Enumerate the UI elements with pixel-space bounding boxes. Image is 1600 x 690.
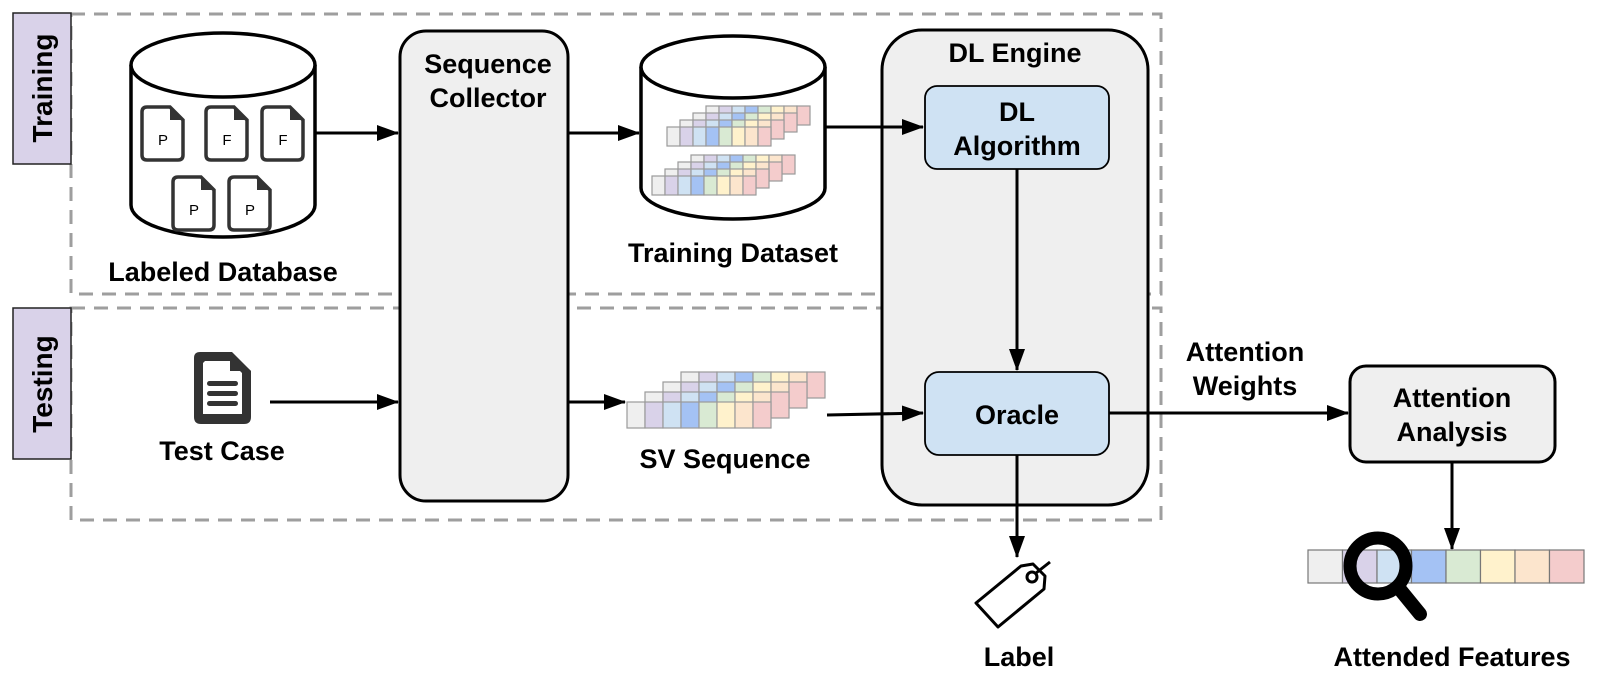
attended-features: Attended Features <box>1307 531 1585 672</box>
document-letter: F <box>278 132 287 149</box>
testing-phase-label: Testing <box>27 335 58 432</box>
feature-cell <box>757 126 772 147</box>
feature-cell <box>716 401 736 429</box>
sequence-collector: Sequence Collector <box>398 29 570 503</box>
feature-cell <box>716 175 731 196</box>
feature-cell <box>626 401 646 429</box>
training-phase-label: Training <box>27 34 58 143</box>
attended-feature-cell <box>1410 549 1447 584</box>
feature-cell <box>666 126 681 147</box>
document-icon: P <box>227 175 272 232</box>
test-case-label: Test Case <box>159 436 285 466</box>
attended-feature-cell <box>1445 549 1482 584</box>
document-letter: P <box>158 132 168 149</box>
label-output-text: Label <box>984 642 1055 672</box>
sequence-layer <box>666 126 772 147</box>
oracle-label: Oracle <box>975 400 1059 430</box>
attention-weights-line1: Attention <box>1186 337 1304 367</box>
feature-cell <box>781 154 796 175</box>
feature-cell <box>788 381 808 409</box>
attended-features-label: Attended Features <box>1333 642 1570 672</box>
attention-analysis-line1: Attention <box>1393 383 1511 413</box>
training-dataset-label: Training Dataset <box>628 238 838 268</box>
sequence-layer <box>626 401 772 429</box>
document-letter: F <box>222 132 231 149</box>
feature-cell <box>796 105 811 126</box>
feature-cell <box>644 401 664 429</box>
feature-cell <box>770 391 790 419</box>
attention-analysis: Attention Analysis <box>1348 364 1557 464</box>
test-case: Test Case <box>159 352 285 466</box>
document-icon: F <box>204 105 249 162</box>
document-icon: F <box>260 105 305 162</box>
dl-algorithm: DL Algorithm <box>924 85 1110 170</box>
sv-sequence: SV Sequence <box>626 371 826 474</box>
magnifier-icon <box>1343 531 1427 621</box>
oracle: Oracle <box>924 371 1110 456</box>
edges <box>270 119 1460 558</box>
feature-cell <box>755 168 770 189</box>
feature-cell <box>679 126 694 147</box>
document-letter: P <box>189 202 199 219</box>
feature-cell <box>690 175 705 196</box>
sv-sequence-label: SV Sequence <box>639 444 810 474</box>
attended-feature-cell <box>1307 549 1344 584</box>
attended-feature-cell <box>1479 549 1516 584</box>
training-dataset: Training Dataset <box>628 34 838 268</box>
label-output: Label <box>974 560 1055 672</box>
testing-phase-tag: Testing <box>12 307 72 460</box>
attention-weights-line2: Weights <box>1193 371 1298 401</box>
sequence-collector-line2: Collector <box>429 83 547 113</box>
document-icon <box>194 352 251 424</box>
sequence-collector-line1: Sequence <box>424 49 552 79</box>
feature-cell <box>705 126 720 147</box>
feature-cell <box>768 161 783 182</box>
feature-cell <box>698 401 718 429</box>
feature-cell <box>734 401 754 429</box>
dl-engine-title: DL Engine <box>948 38 1081 68</box>
feature-cell <box>651 175 666 196</box>
feature-cell <box>662 401 682 429</box>
feature-cell <box>731 126 746 147</box>
attention-analysis-line2: Analysis <box>1396 417 1507 447</box>
tag-icon <box>974 560 1051 629</box>
feature-cell <box>703 175 718 196</box>
feature-cell <box>680 401 700 429</box>
training-phase-tag: Training <box>12 12 72 165</box>
document-letter: P <box>245 202 255 219</box>
sequence-layer <box>651 175 757 196</box>
dl-algorithm-line2: Algorithm <box>953 131 1081 161</box>
dl-algorithm-line1: DL <box>999 97 1035 127</box>
attended-feature-cell <box>1514 549 1551 584</box>
feature-cell <box>752 401 772 429</box>
edge-sv-to-oracle <box>826 405 924 422</box>
feature-cell <box>692 126 707 147</box>
document-icon: P <box>171 175 216 232</box>
document-icon: P <box>140 105 185 162</box>
feature-cell <box>744 126 759 147</box>
feature-cell <box>783 112 798 133</box>
feature-cell <box>770 119 785 140</box>
labeled-database: P F F P P Labeled Database <box>108 31 338 287</box>
feature-cell <box>729 175 744 196</box>
feature-cell <box>677 175 692 196</box>
feature-cell <box>664 175 679 196</box>
attended-feature-cell <box>1548 549 1585 584</box>
feature-cell <box>718 126 733 147</box>
feature-cell <box>742 175 757 196</box>
labeled-database-label: Labeled Database <box>108 257 338 287</box>
feature-cell <box>806 371 826 399</box>
